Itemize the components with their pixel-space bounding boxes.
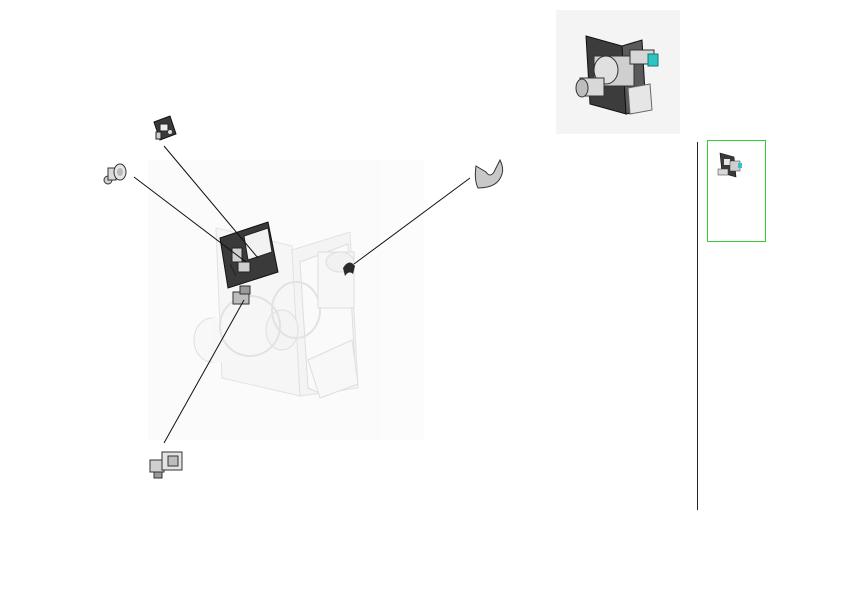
leader-shim bbox=[353, 177, 471, 265]
assembly-overview-view bbox=[556, 10, 680, 134]
leader-pin bbox=[133, 176, 247, 263]
active-view-thumbnail[interactable] bbox=[707, 140, 766, 242]
u-shim-installed bbox=[343, 262, 355, 276]
leader-lines bbox=[133, 145, 471, 444]
leader-bracket bbox=[163, 145, 259, 259]
ghost-assembly bbox=[148, 160, 424, 440]
spring-clip-installed bbox=[232, 285, 251, 305]
clip-icon bbox=[149, 451, 183, 479]
pin-icon bbox=[103, 163, 127, 185]
thumbnail-icon bbox=[717, 152, 742, 178]
panel-divider bbox=[697, 142, 698, 510]
leader-clip bbox=[163, 299, 245, 444]
bracket-icon bbox=[153, 115, 177, 141]
shim-icon bbox=[474, 158, 504, 189]
